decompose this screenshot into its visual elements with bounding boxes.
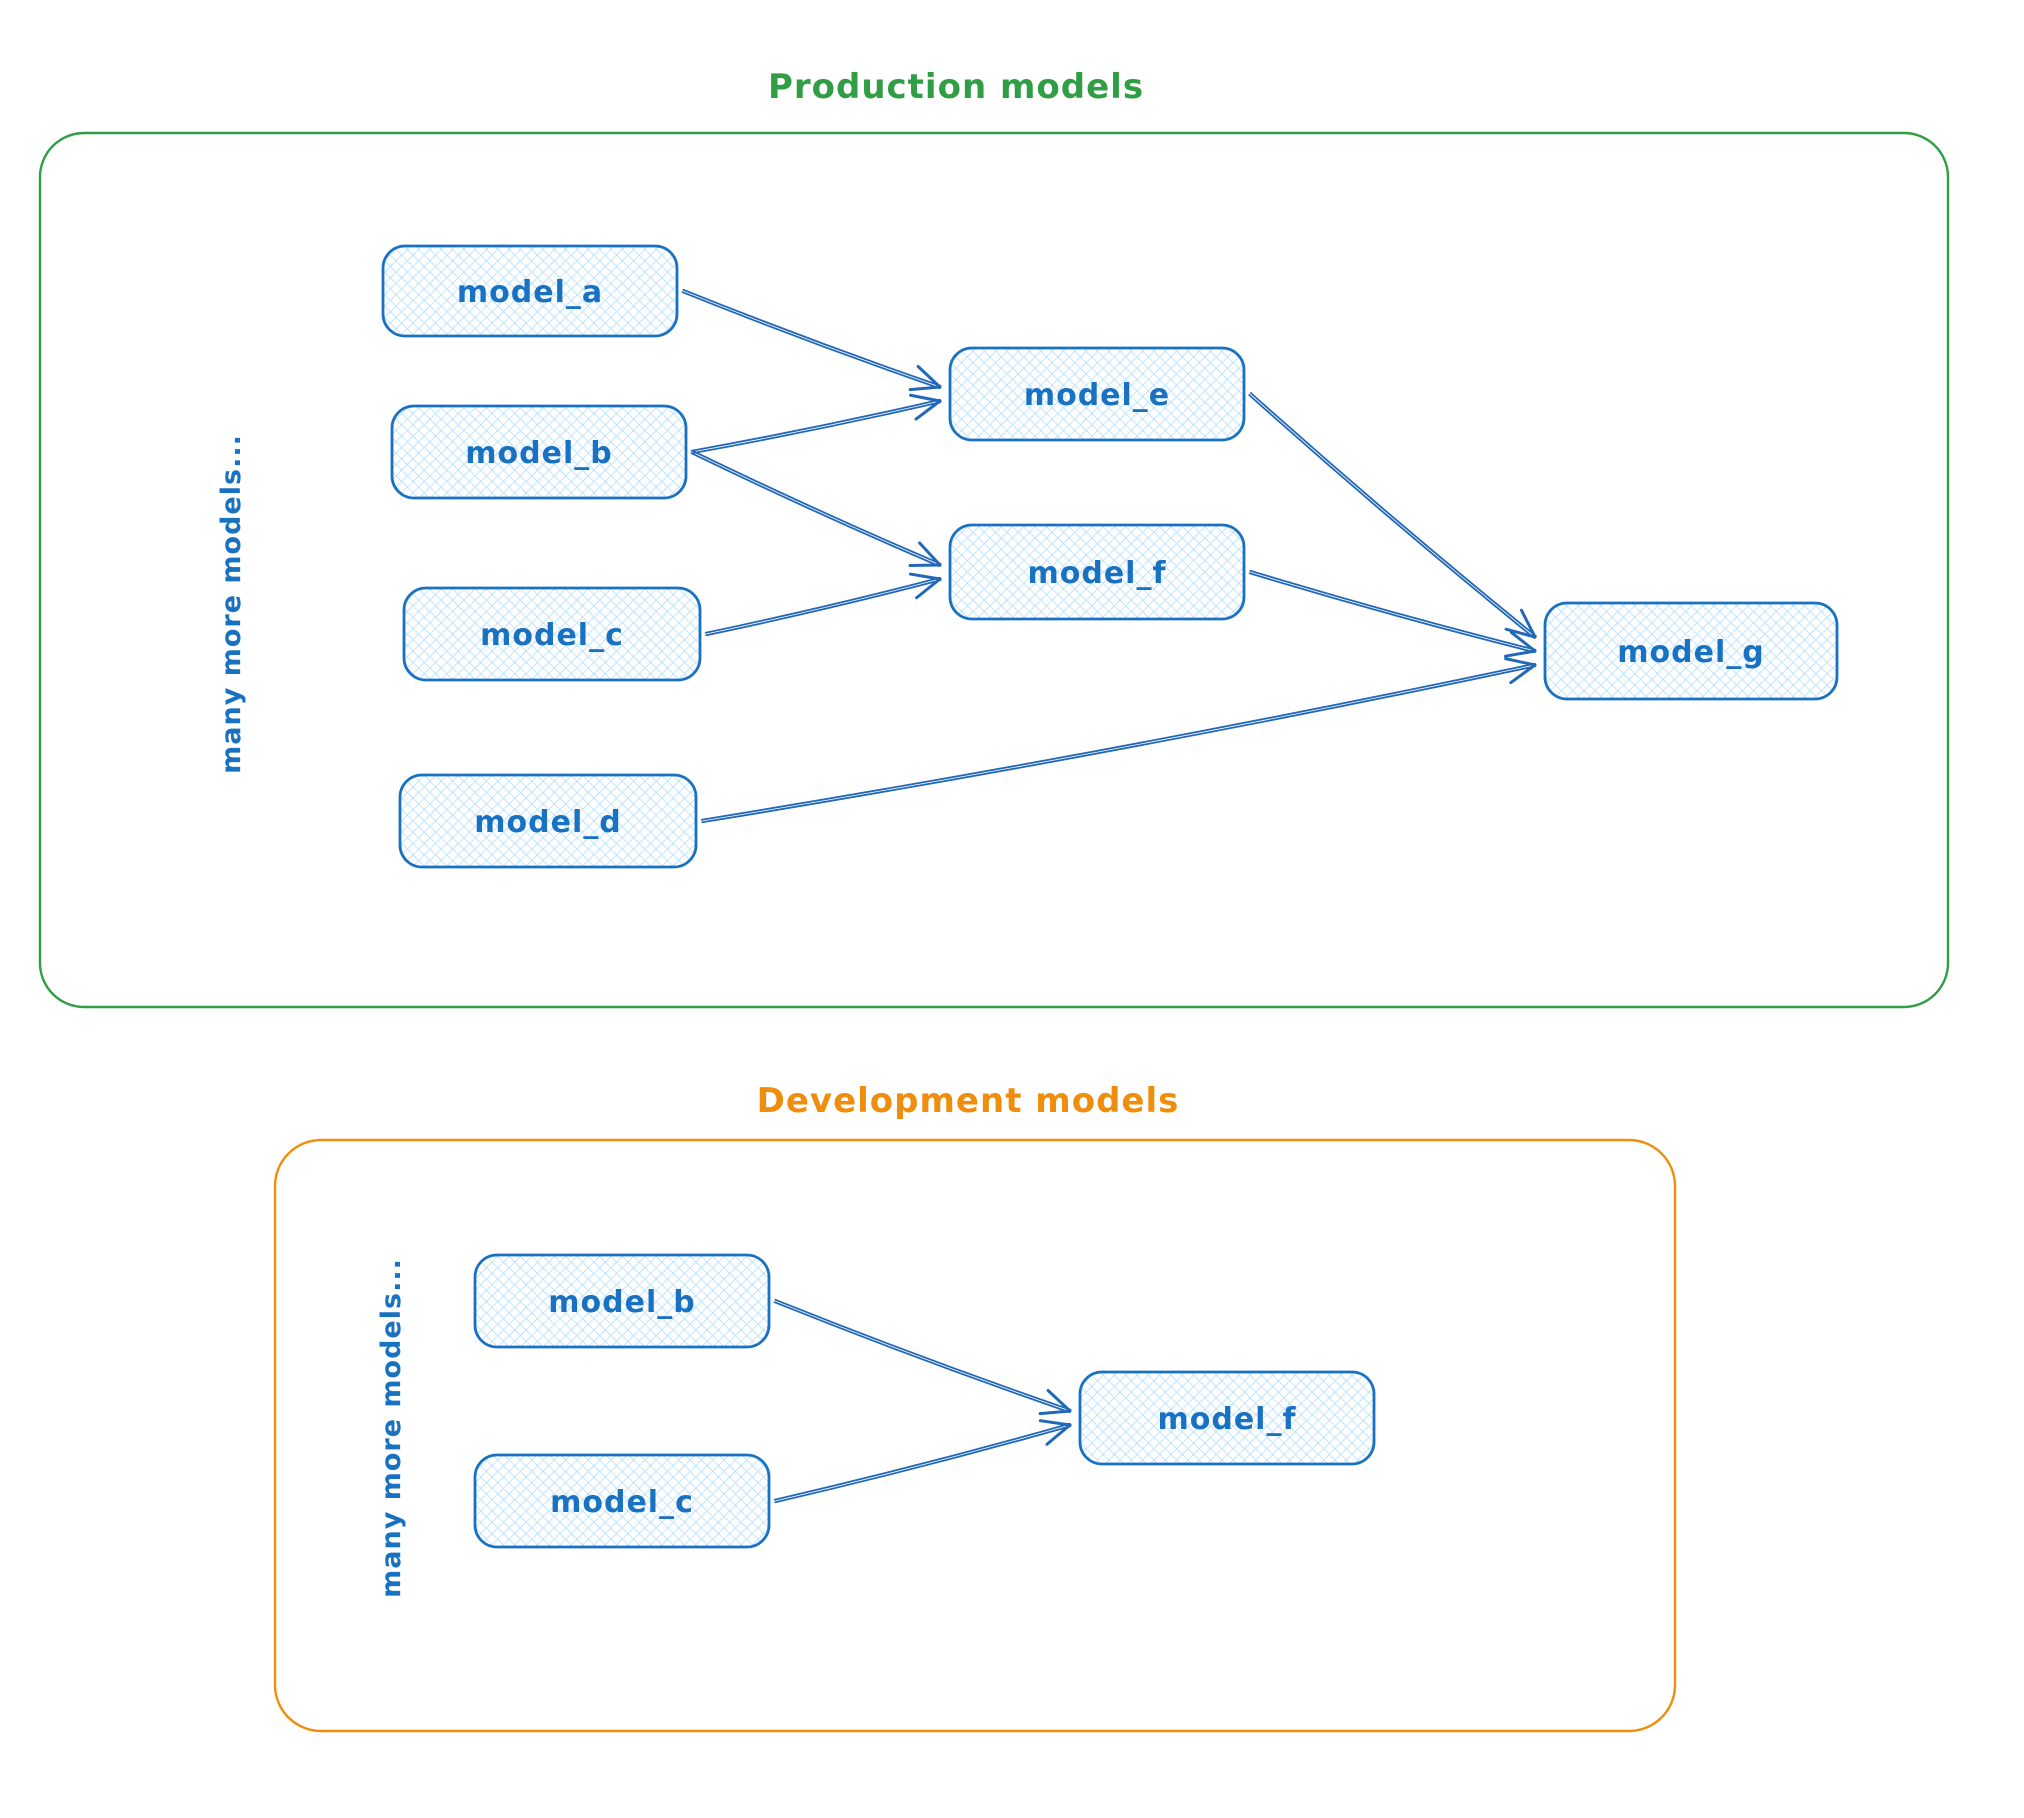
section-production: Production models many more models... mode…: [38, 67, 1950, 1009]
model-node-box: [1543, 601, 1839, 701]
edge-production-b-to-f-line: [690, 452, 941, 568]
edge-production-d-to-g-line: [701, 665, 1537, 824]
model-node-production-model_e: model_e: [948, 346, 1246, 442]
model-node-box: [390, 404, 688, 500]
edge-production-d-to-g-line: [700, 662, 1536, 821]
edge-production-f-to-g-arrowhead: [1509, 630, 1537, 653]
model-node-box: [398, 773, 698, 869]
edge-production-d-to-g-arrowhead: [1504, 657, 1537, 667]
edge-development-b-to-f-line: [774, 1298, 1072, 1411]
model-node-box: [473, 1253, 771, 1349]
model-node-box: [948, 523, 1246, 621]
development-section-title: Development models: [757, 1081, 1180, 1121]
edge-production-f-to-g-arrowhead: [1503, 649, 1537, 658]
edge-production-c-to-f-arrowhead: [915, 577, 942, 600]
model-node-box: [402, 586, 702, 682]
production-container-frame: [38, 131, 1950, 1009]
edge-production-f-to-g-line: [1248, 572, 1536, 654]
edge-production-f-to-g-line: [1249, 569, 1537, 651]
model-node-box: [948, 346, 1246, 442]
edge-production-a-to-e-arrowhead: [908, 385, 942, 392]
edge-production-a-to-e-line: [681, 291, 941, 390]
model-node-label: model_b: [465, 436, 612, 471]
edge-production-e-to-g-arrowhead: [1519, 608, 1537, 639]
model-node-development-model_c: model_c: [473, 1453, 771, 1549]
model-node-production-model_b: model_b: [390, 404, 688, 500]
edge-development-c-to-f-arrowhead: [1038, 1419, 1072, 1427]
model-node-label: model_a: [457, 275, 603, 310]
edge-production-c-to-f-line: [705, 579, 942, 637]
model-node-production-model_a: model_a: [381, 244, 679, 338]
development-container-frame: [273, 1138, 1677, 1733]
sections-root: Production models many more models... mode…: [38, 67, 1950, 1733]
model-node-production-model_f: model_f: [948, 523, 1246, 621]
development-side-label: many more models...: [376, 1258, 407, 1598]
model-node-label: model_c: [550, 1485, 694, 1520]
model-node-production-model_c: model_c: [402, 586, 702, 682]
model-node-label: model_f: [1157, 1402, 1296, 1437]
model-node-box: [473, 1453, 771, 1549]
edge-development-c-to-f-line: [774, 1425, 1072, 1504]
production-side-label: many more models...: [216, 434, 247, 774]
edge-production-c-to-f-line: [704, 576, 941, 634]
edge-production-a-to-e-line: [682, 288, 942, 387]
edge-production-b-to-f-arrowhead: [918, 541, 942, 567]
edge-production-e-to-g-line: [1249, 392, 1537, 637]
model-node-label: model_d: [474, 805, 621, 840]
edge-production-b-to-e-arrowhead: [909, 393, 942, 403]
edge-production-b-to-e-line: [691, 401, 942, 455]
section-development: Development models many more models... mod…: [273, 1081, 1677, 1733]
edge-production-e-to-g-line: [1248, 394, 1536, 639]
model-node-development-model_f: model_f: [1078, 1370, 1376, 1466]
model-node-label: model_e: [1024, 378, 1170, 413]
production-section-title: Production models: [768, 67, 1144, 107]
edge-production-b-to-e-arrowhead: [914, 399, 942, 421]
edge-production-b-to-e-line: [690, 398, 941, 452]
model-node-label: model_b: [548, 1285, 695, 1320]
edge-development-b-to-f-arrowhead: [1046, 1388, 1072, 1413]
edge-production-e-to-g-arrowhead: [1504, 627, 1537, 639]
edge-development-c-to-f-arrowhead: [1045, 1423, 1072, 1446]
edge-production-a-to-e-arrowhead: [916, 364, 942, 389]
edge-development-b-to-f-arrowhead: [1038, 1409, 1072, 1416]
edge-production-c-to-f-arrowhead: [908, 572, 942, 581]
model-node-production-model_d: model_d: [398, 773, 698, 869]
model-node-box: [1078, 1370, 1376, 1466]
model-node-development-model_b: model_b: [473, 1253, 771, 1349]
edge-development-c-to-f-line: [773, 1422, 1071, 1501]
model-node-label: model_c: [480, 618, 624, 653]
edge-development-b-to-f-line: [773, 1301, 1071, 1414]
model-node-label: model_f: [1027, 556, 1166, 591]
model-node-production-model_g: model_g: [1543, 601, 1839, 701]
edge-production-b-to-f-line: [691, 449, 942, 565]
model-node-label: model_g: [1617, 635, 1764, 670]
edge-production-d-to-g-arrowhead: [1509, 663, 1537, 685]
model-node-box: [381, 244, 679, 338]
